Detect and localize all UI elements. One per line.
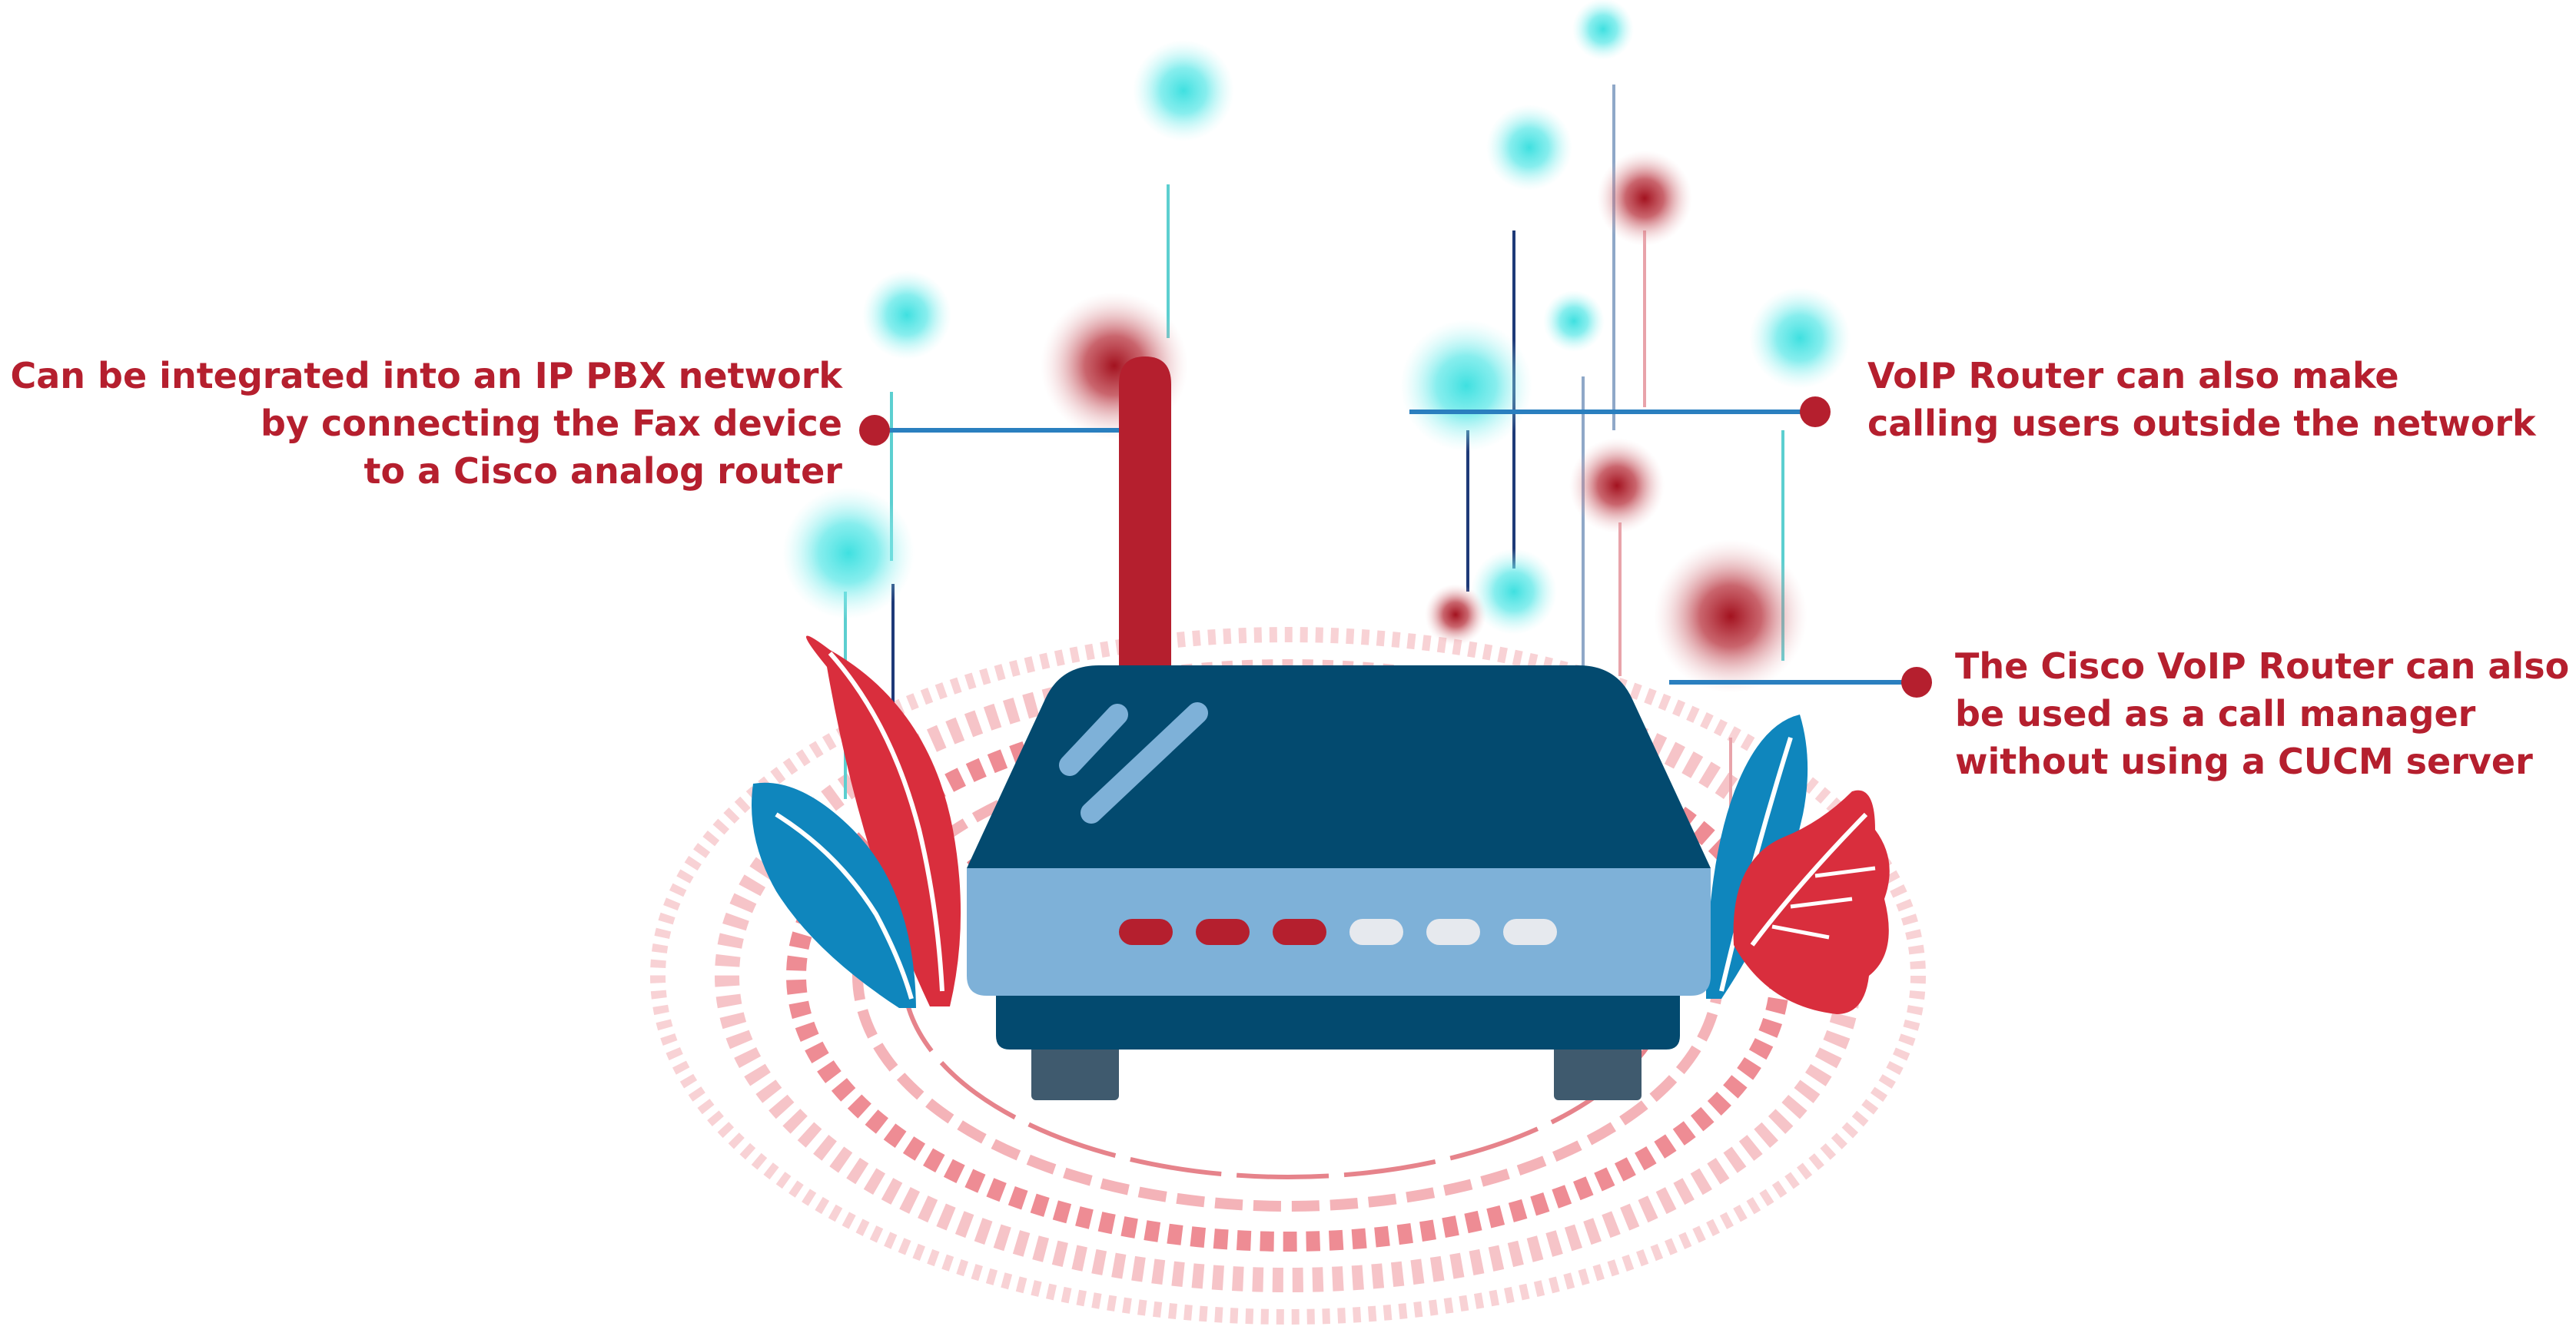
led-red-2: [1196, 919, 1250, 945]
callout-ip-pbx: Can be integrated into an IP PBX network…: [10, 352, 842, 495]
callout-line: to a Cisco analog router: [363, 450, 842, 492]
callout-line: The Cisco VoIP Router can also: [1955, 645, 2570, 687]
connector-dot-right-top: [1800, 396, 1831, 427]
router-body: [967, 665, 1711, 1100]
callout-connectors: [859, 396, 1932, 698]
callout-line: Can be integrated into an IP PBX network: [10, 355, 842, 396]
led-white-1: [1349, 919, 1403, 945]
leaves-right: [1706, 715, 1890, 1014]
router-antenna: [1119, 356, 1171, 691]
callout-line: without using a CUCM server: [1955, 741, 2533, 782]
signal-glows: [782, 0, 1851, 693]
signal-lines: [844, 85, 1784, 814]
callout-line: be used as a call manager: [1955, 693, 2476, 735]
led-white-3: [1503, 919, 1557, 945]
callout-line: calling users outside the network: [1867, 403, 2536, 444]
ring: [650, 627, 1926, 1325]
router-shine-short: [1059, 704, 1128, 776]
callout-call-manager: The Cisco VoIP Router can also be used a…: [1955, 642, 2569, 785]
router-shine-long: [1081, 702, 1208, 824]
connector-dot-right-bottom: [1901, 667, 1932, 698]
callout-line: VoIP Router can also make: [1867, 355, 2399, 396]
led-white-2: [1426, 919, 1480, 945]
led-red-3: [1273, 919, 1326, 945]
callout-line: by connecting the Fax device: [261, 403, 842, 444]
leaves-left: [752, 635, 961, 1008]
connector-dot-left: [859, 415, 890, 446]
led-red-1: [1119, 919, 1173, 945]
callout-outside-calls: VoIP Router can also make calling users …: [1867, 352, 2536, 447]
